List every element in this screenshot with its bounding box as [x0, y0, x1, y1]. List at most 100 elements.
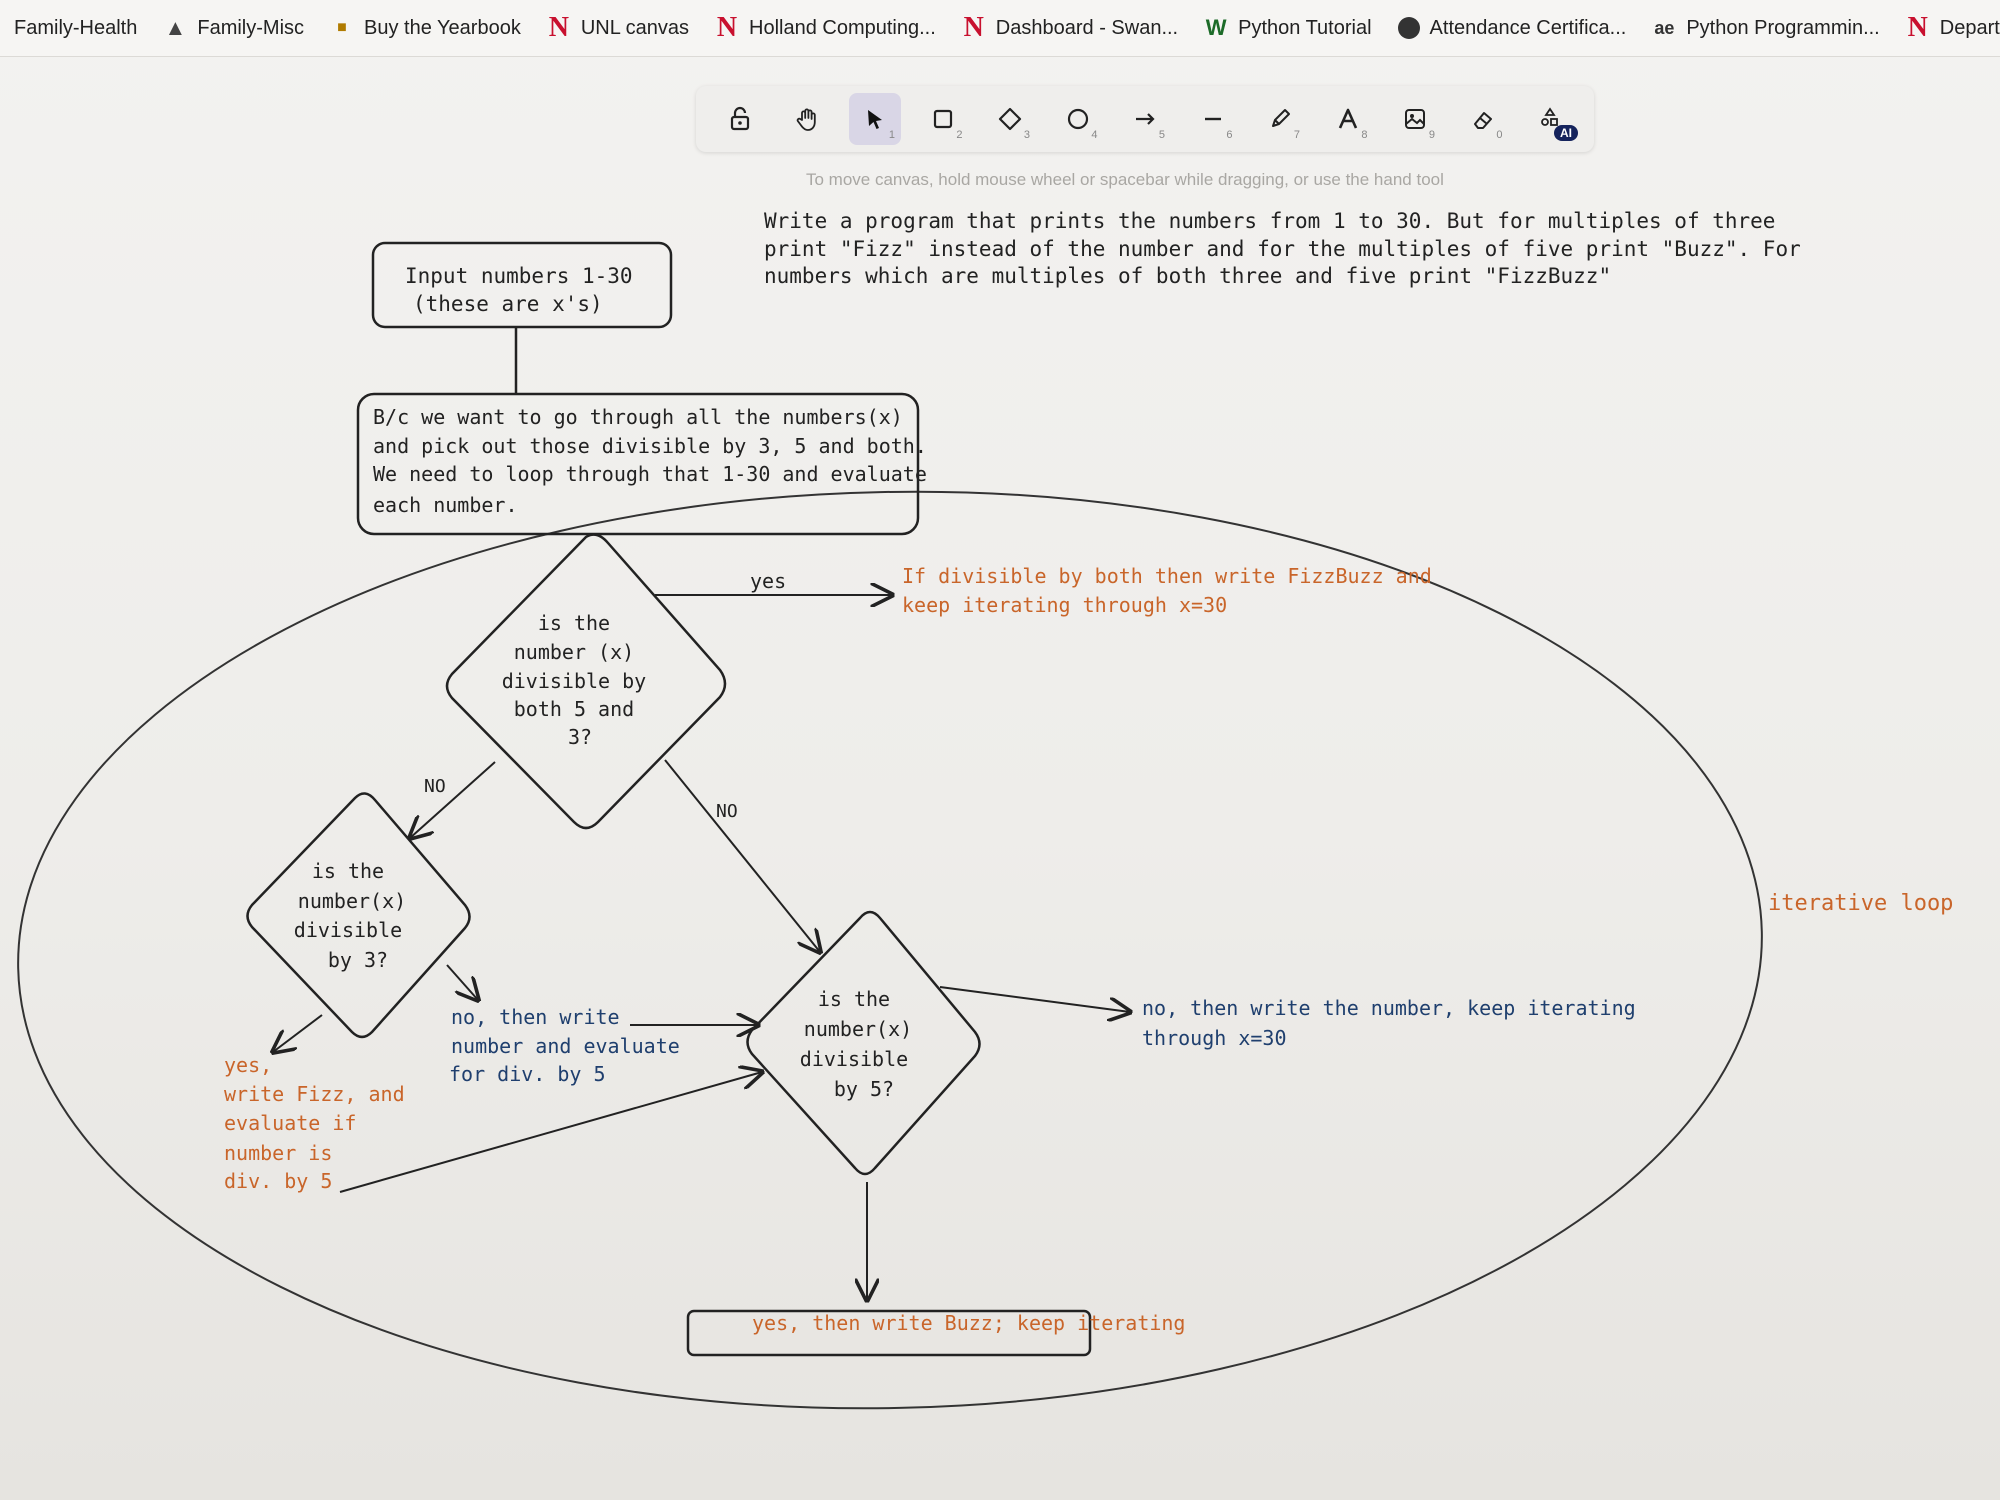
iterative-loop-label: iterative loop — [1768, 891, 1953, 916]
input-box-line: (these are x's) — [413, 292, 603, 316]
buzz-box-text: yes, then write Buzz; keep iterating — [752, 1311, 1185, 1335]
tool-draw[interactable]: 7 — [1254, 93, 1306, 145]
tool-line[interactable]: 6 — [1187, 93, 1239, 145]
fizz-note-line: number is — [224, 1141, 332, 1165]
not-three-arrow[interactable] — [446, 964, 478, 1000]
fizzbuzz-note-line: keep iterating through x=30 — [902, 593, 1227, 617]
svg-text:is the number (x) divi: is the number (x) divisible by both 5 an… — [502, 611, 659, 749]
tool-ellipse[interactable]: 4 — [1052, 93, 1104, 145]
diamond-line: number (x) — [514, 640, 634, 664]
bookmark-label: Python Tutorial — [1238, 16, 1372, 39]
nebraska-n-icon: N — [963, 12, 984, 43]
svg-text:If divisible by both then writ: If divisible by both then write FizzBuzz… — [902, 564, 1444, 617]
svg-text:no, then write the number, kee: no, then write the number, keep iteratin… — [1142, 996, 1648, 1050]
bookmark-family-misc[interactable]: ▲ Family-Misc — [163, 16, 304, 40]
bookmark-label: Dashboard - Swan... — [995, 16, 1179, 39]
diamond-icon — [998, 107, 1022, 131]
bookmark-label: Family-Misc — [197, 16, 305, 39]
not-five-note-line: no, then write the number, keep iteratin… — [1142, 996, 1636, 1020]
bookmark-yearbook[interactable]: ■ Buy the Yearbook — [330, 16, 521, 40]
tool-lock[interactable] — [714, 93, 766, 145]
not-three-note-line: number and evaluate — [451, 1034, 680, 1058]
yearbook-icon: ■ — [337, 19, 347, 36]
diamond-line: is the — [818, 987, 890, 1011]
drive-icon: ▲ — [164, 15, 187, 40]
tool-selection[interactable]: 1 — [849, 93, 901, 145]
canvas-hint: To move canvas, hold mouse wheel or spac… — [806, 170, 1444, 189]
fizz-note-line: div. by 5 — [224, 1169, 332, 1193]
fizz-to-five-arrow[interactable] — [339, 1072, 762, 1193]
diamond-line: is the — [312, 859, 384, 883]
prompt-line: print "Fizz" instead of the number and f… — [764, 237, 1801, 261]
bookmark-unl-canvas[interactable]: N UNL canvas — [547, 14, 690, 42]
svg-text:yes, write Fizz, and e: yes, write Fizz, and evaluate if number … — [224, 1053, 417, 1193]
input-box[interactable] — [371, 241, 673, 329]
iterative-loop-ellipse[interactable] — [9, 474, 1772, 1426]
loop-explanation-box[interactable] — [356, 392, 920, 536]
no-label-right: NO — [716, 801, 738, 822]
drawing-toolbar: 1 2 3 4 5 6 7 8 9 0 AI — [696, 86, 1594, 152]
tool-image[interactable]: 9 — [1389, 93, 1441, 145]
bookmark-department[interactable]: N Departmen — [1906, 14, 2000, 42]
diamond-line: number(x) — [804, 1017, 912, 1041]
svg-text:is the number(x) divis: is the number(x) divisible by 5? — [800, 987, 924, 1101]
decision-diamond-five[interactable] — [746, 910, 981, 1176]
not-three-note-line: for div. by 5 — [449, 1062, 606, 1086]
bookmark-dashboard-swan[interactable]: N Dashboard - Swan... — [962, 12, 1179, 43]
bookmark-python-tutorial[interactable]: W Python Tutorial — [1204, 15, 1372, 40]
rectangle-icon — [933, 109, 952, 129]
tool-shortcut: 4 — [1091, 129, 1098, 141]
svg-text:Write a program that prints th: Write a program that prints the numbers … — [764, 209, 1813, 288]
diamond-line: number(x) — [298, 889, 406, 913]
tool-eraser[interactable]: 0 — [1457, 93, 1509, 145]
fizz-arrow[interactable] — [273, 1014, 323, 1052]
tool-hand[interactable] — [782, 93, 834, 145]
tool-shortcut: 0 — [1496, 129, 1503, 141]
image-icon — [1405, 109, 1425, 129]
bookmark-label: Holland Computing... — [749, 16, 936, 39]
diamond-line: is the — [538, 611, 610, 635]
diamond-line: by 3? — [328, 948, 388, 972]
diamond-line: divisible — [294, 918, 402, 942]
hand-icon — [796, 108, 816, 131]
no-arrow-right[interactable] — [664, 759, 820, 952]
tool-text[interactable]: 8 — [1322, 93, 1374, 145]
not-five-arrow[interactable] — [939, 986, 1130, 1012]
loop-box-line: We need to loop through that 1-30 and ev… — [373, 462, 927, 486]
tool-more-shapes[interactable]: AI — [1524, 93, 1578, 145]
svg-text:is the number(x) divis: is the number(x) divisible by 3? — [294, 859, 418, 972]
line-icon — [1204, 117, 1221, 121]
bookmark-attendance[interactable]: Attendance Certifica... — [1397, 17, 1626, 40]
fizzbuzz-note-line: If divisible by both then write FizzBuzz… — [902, 564, 1432, 588]
no-label-left: NO — [424, 776, 446, 797]
tool-shortcut: 1 — [888, 129, 895, 141]
tool-diamond[interactable]: 3 — [984, 93, 1036, 145]
diamond-line: by 5? — [834, 1077, 894, 1101]
loop-box-line: each number. — [373, 493, 518, 517]
no-arrow-left[interactable] — [410, 761, 496, 838]
bookmark-python-programming[interactable]: ae Python Programmin... — [1652, 16, 1879, 40]
bookmark-holland-computing[interactable]: N Holland Computing... — [715, 14, 936, 42]
yes-label: yes — [750, 569, 786, 593]
eraser-icon — [1473, 112, 1492, 129]
diamond-line: divisible by — [502, 669, 647, 693]
input-box-line: Input numbers 1-30 — [405, 264, 633, 288]
bookmark-label: Python Programmin... — [1686, 16, 1880, 39]
bookmark-label: Departmen — [1939, 16, 2000, 39]
tool-arrow[interactable]: 5 — [1119, 93, 1171, 145]
tool-rectangle[interactable]: 2 — [917, 93, 969, 145]
globe-icon — [1397, 17, 1420, 39]
w3schools-icon: W — [1205, 15, 1227, 40]
decision-diamond-three[interactable] — [246, 792, 471, 1039]
tool-shortcut: 8 — [1361, 129, 1368, 141]
decision-diamond-both[interactable] — [445, 533, 727, 830]
fizz-note-line: yes, — [224, 1053, 272, 1077]
diamond-line: divisible — [800, 1047, 908, 1071]
bookmark-family-health[interactable]: Family-Health — [14, 17, 137, 40]
arrow-icon — [1136, 113, 1155, 125]
buzz-box[interactable] — [686, 1309, 1092, 1357]
svg-text:B/c we want to go through all: B/c we want to go through all the number… — [373, 405, 939, 517]
bookmark-label: UNL canvas — [580, 16, 690, 39]
pointer-icon — [868, 110, 882, 129]
